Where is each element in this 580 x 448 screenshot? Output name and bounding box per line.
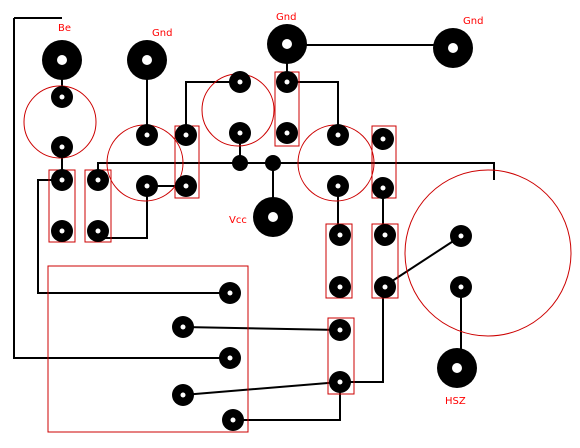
- wire-top-bridge-right: [287, 81, 339, 135]
- label-vcc: Vcc: [229, 215, 247, 226]
- wire-top-bridge-left: [185, 81, 240, 135]
- pad: [372, 177, 394, 199]
- pad: [276, 122, 298, 144]
- pad: [219, 347, 241, 369]
- pad: [172, 316, 194, 338]
- label-gnd-1: Gnd: [152, 28, 172, 39]
- label-be: Be: [58, 23, 71, 34]
- pad: [172, 384, 194, 406]
- pad: [450, 225, 472, 247]
- pad: [329, 319, 351, 341]
- pad: [229, 71, 251, 93]
- wire-left-bottom: [37, 179, 230, 294]
- pad: [450, 276, 472, 298]
- pad: [222, 409, 244, 431]
- wire-horizontal-rail: [97, 162, 495, 180]
- resistor-outline-6: [325, 223, 353, 299]
- pad: [51, 220, 73, 242]
- pad: [136, 175, 158, 197]
- pad: [219, 282, 241, 304]
- pad: [87, 220, 109, 242]
- pad: [51, 136, 73, 158]
- pad: [51, 169, 73, 191]
- label-hsz: HSZ: [445, 396, 466, 407]
- pad: [175, 124, 197, 146]
- pad: [374, 276, 396, 298]
- junctions: [232, 155, 281, 171]
- wire-lower-3: [233, 382, 341, 421]
- label-gnd-2: Gnd: [276, 12, 296, 23]
- transistor-outline-1: [23, 85, 97, 159]
- pad: [136, 124, 158, 146]
- pad: [329, 371, 351, 393]
- speaker-outline: [404, 169, 572, 337]
- wire-to-big-circle: [382, 235, 462, 288]
- pad: [276, 71, 298, 93]
- pad: [372, 128, 394, 150]
- pad: [327, 175, 349, 197]
- junction-2: [265, 155, 281, 171]
- pad: [329, 276, 351, 298]
- wire-left-outer: [13, 18, 230, 359]
- label-gnd-3: Gnd: [463, 16, 483, 27]
- component-outlines: [23, 71, 572, 433]
- resistor-outline-8: [327, 317, 355, 395]
- pad: [329, 224, 351, 246]
- pad: [51, 86, 73, 108]
- pad: [175, 175, 197, 197]
- small-pads: [51, 71, 472, 431]
- pad: [327, 124, 349, 146]
- wire-lower-2: [182, 287, 384, 396]
- pad: [87, 169, 109, 191]
- ic-outline: [47, 265, 249, 433]
- pad: [229, 122, 251, 144]
- wire-lower-1: [182, 326, 341, 331]
- pad: [374, 224, 396, 246]
- junction-1: [232, 155, 248, 171]
- large-pads: [42, 24, 477, 388]
